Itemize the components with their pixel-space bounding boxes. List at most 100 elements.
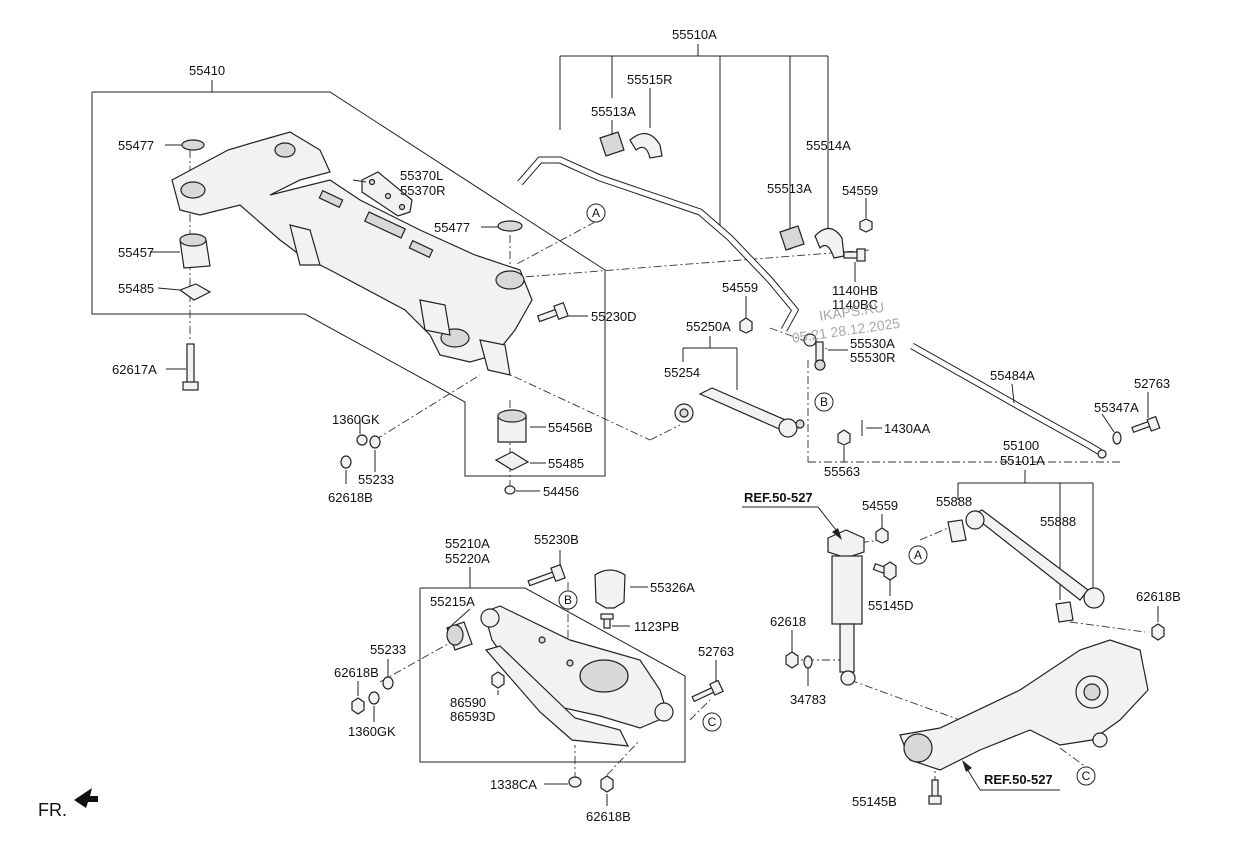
front-arrow-icon <box>74 788 98 808</box>
callout-c-lower: C <box>702 712 722 732</box>
plate-55485-right <box>494 451 530 471</box>
label-1430AA: 1430AA <box>884 421 931 436</box>
washer-55233 <box>369 435 381 449</box>
label-55230D: 55230D <box>591 309 637 324</box>
label-62617A: 62617A <box>112 362 157 377</box>
label-55513A-mid: 55513A <box>767 181 812 196</box>
label-54559-mid: 54559 <box>722 280 758 295</box>
leader-lines <box>150 88 1159 806</box>
label-62618B-bottom: 62618B <box>586 809 631 824</box>
bolt-55230B <box>527 563 566 587</box>
callout-a-right: A <box>908 545 928 565</box>
bushing-55215A <box>446 621 473 651</box>
link-55530A <box>803 333 826 371</box>
label-55530A: 55530A <box>850 336 895 351</box>
clamp-55514A <box>814 227 845 259</box>
label-55485-right: 55485 <box>548 456 584 471</box>
bracket-55370 <box>361 171 413 217</box>
trailing-arm <box>899 639 1149 771</box>
label-55410: 55410 <box>189 63 225 78</box>
label-86590: 86590 <box>450 695 486 710</box>
nut-62618B-bottom <box>600 775 614 793</box>
label-55210A: 55210A <box>445 536 490 551</box>
label-55485-left: 55485 <box>118 281 154 296</box>
washer-55477-left <box>181 139 205 151</box>
label-62618: 62618 <box>770 614 806 629</box>
ref-arrow-top <box>742 506 842 540</box>
label-55145B: 55145B <box>852 794 897 809</box>
label-1140BC: 1140BC <box>832 297 878 312</box>
bolt-55145B <box>928 779 942 805</box>
nut-62618 <box>785 651 799 669</box>
label-55230B: 55230B <box>534 532 579 547</box>
stabilizer-bar-55510A <box>517 156 800 332</box>
label-55457: 55457 <box>118 245 154 260</box>
bolt-86590 <box>491 671 505 689</box>
washer-55347A <box>1112 431 1122 445</box>
nut-62618B-lower <box>351 697 365 715</box>
washer-55477-right <box>497 220 523 232</box>
bushing-55456B <box>497 409 527 443</box>
label-55513A-top: 55513A <box>591 104 636 119</box>
nut-54456 <box>504 485 516 495</box>
svg-text:B: B <box>820 395 828 409</box>
ref-label-bottom: REF.50-527 <box>984 772 1053 787</box>
nut-54559-mid <box>739 317 753 334</box>
label-55370L: 55370L <box>400 168 443 183</box>
bolt-1140HB <box>843 248 866 262</box>
label-54559-top: 54559 <box>842 183 878 198</box>
frame-55250A <box>682 336 738 390</box>
nut-62618B <box>340 455 352 469</box>
label-fr: FR. <box>38 800 67 820</box>
label-55456B: 55456B <box>548 420 593 435</box>
rod-55484A <box>910 342 1107 459</box>
label-55888-left: 55888 <box>936 494 972 509</box>
washer-34783 <box>803 655 813 669</box>
svg-text:C: C <box>1082 769 1091 783</box>
svg-text:B: B <box>564 593 572 607</box>
callout-b-lower: B <box>558 590 578 610</box>
bolt-52763-left <box>691 679 724 703</box>
label-54559-shock: 54559 <box>862 498 898 513</box>
part-labels: 55410 55477 55457 55485 62617A 55370L 55… <box>38 27 1181 824</box>
label-34783: 34783 <box>790 692 826 707</box>
bolt-52763-right <box>1131 415 1161 434</box>
label-55370R: 55370R <box>400 183 446 198</box>
bolt-62617A <box>182 343 199 391</box>
label-55515R: 55515R <box>627 72 673 87</box>
label-55233: 55233 <box>358 472 394 487</box>
ref-arrow-bottom <box>962 760 1060 791</box>
frame-55410 <box>91 80 606 477</box>
bolt-1123PB <box>600 613 614 629</box>
nut-55563 <box>837 429 851 446</box>
lower-arm-55210A <box>480 605 674 747</box>
label-86593D: 86593D <box>450 709 496 724</box>
callout-a-top: A <box>586 203 606 223</box>
plate-55485-left <box>178 283 212 301</box>
label-54456: 54456 <box>543 484 579 499</box>
label-62618B: 62618B <box>328 490 373 505</box>
label-55510A: 55510A <box>672 27 717 42</box>
nut-54559-shock <box>875 527 889 544</box>
nut-1360GK <box>356 434 368 446</box>
bolt-55230D <box>536 301 569 323</box>
label-55484A: 55484A <box>990 368 1035 383</box>
label-55514A: 55514A <box>806 138 851 153</box>
arm-55100 <box>947 509 1105 623</box>
svg-text:C: C <box>708 715 717 729</box>
label-55145D: 55145D <box>868 598 914 613</box>
arm-55250A <box>674 387 805 438</box>
clamp-55515R <box>629 133 663 159</box>
callout-b-top: B <box>814 392 834 412</box>
bushing-55513A-2 <box>779 225 805 251</box>
label-1123PB: 1123PB <box>634 619 679 634</box>
bushing-55457 <box>179 233 211 269</box>
bumper-55326A <box>594 569 626 609</box>
svg-text:A: A <box>914 548 922 562</box>
label-55563: 55563 <box>824 464 860 479</box>
label-55254: 55254 <box>664 365 700 380</box>
crossmember-55410 <box>171 131 533 376</box>
label-55530R: 55530R <box>850 350 896 365</box>
label-55233-lower: 55233 <box>370 642 406 657</box>
